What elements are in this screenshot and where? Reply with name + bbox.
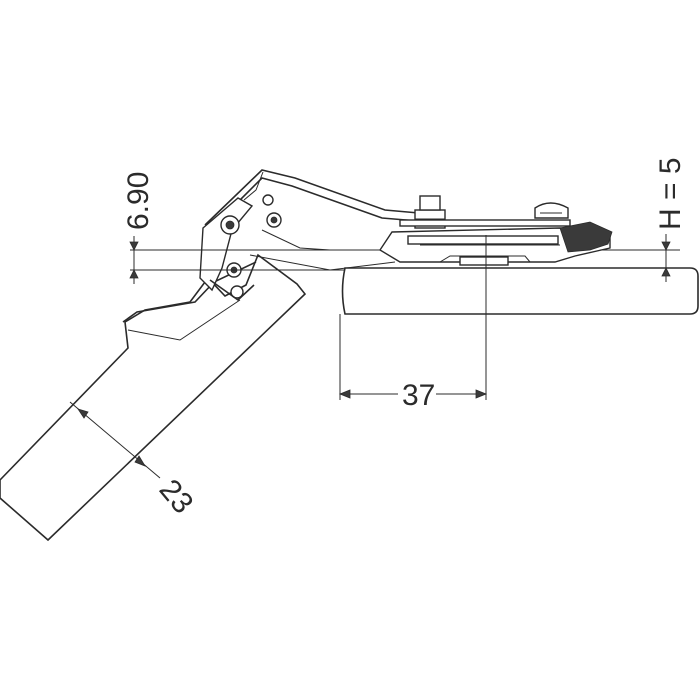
door-thickness-dimension: 23 <box>69 401 200 520</box>
plate-height-dimension: H = 5 <box>654 157 687 282</box>
reference-lines <box>130 235 680 400</box>
mounting-plate <box>379 195 613 266</box>
hinge-knuckle <box>199 194 282 302</box>
drilling-distance-dimension: 37 <box>338 379 488 412</box>
adjustment-screw-rear <box>534 202 569 219</box>
door-thickness-dimension-label: 23 <box>153 473 200 520</box>
door-panel <box>0 253 307 542</box>
overlay-dimension: 6.90 <box>122 172 155 284</box>
cabinet-panel <box>341 267 699 315</box>
plate-height-dimension-label: H = 5 <box>654 157 687 230</box>
overlay-dimension-label: 6.90 <box>122 172 155 230</box>
drilling-distance-dimension-label: 37 <box>402 379 435 412</box>
